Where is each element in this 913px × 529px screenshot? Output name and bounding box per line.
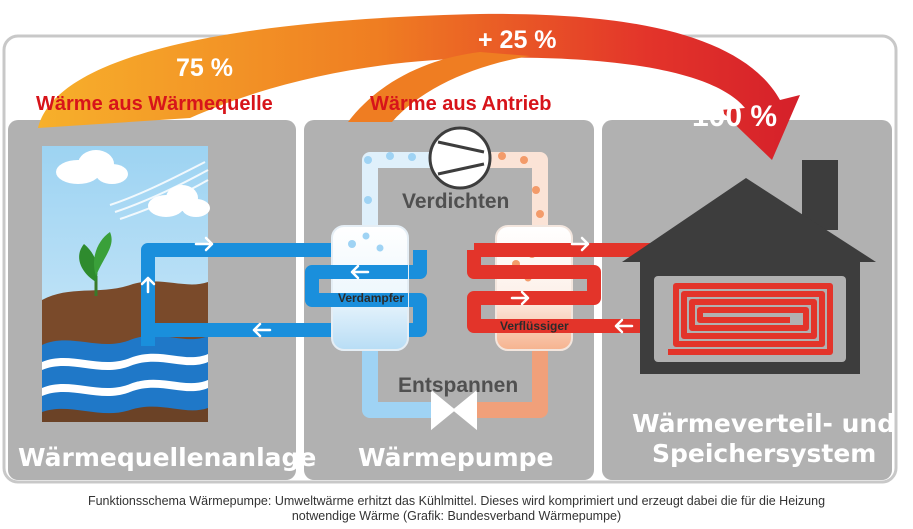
pump-section-title: Wärmepumpe bbox=[358, 443, 553, 472]
caption-line-2: notwendige Wärme (Grafik: Bundesverband … bbox=[291, 509, 622, 523]
distribution-section-title-line2: Speichersystem bbox=[652, 439, 876, 468]
heat-pump-diagram: 75 % + 25 % 100 % Wärme aus Wärmequelle … bbox=[2, 13, 898, 484]
condenser-label: Verflüssiger bbox=[500, 319, 569, 333]
compress-label: Verdichten bbox=[402, 190, 509, 213]
drive-heat-label: Wärme aus Antrieb bbox=[370, 93, 552, 115]
distribution-section-title-line1: Wärmeverteil- und bbox=[632, 409, 895, 438]
source-scene bbox=[42, 146, 210, 422]
house-illustration bbox=[622, 160, 876, 374]
expand-label: Entspannen bbox=[398, 374, 518, 397]
drive-percent: + 25 % bbox=[478, 26, 557, 54]
source-percent: 75 % bbox=[176, 54, 233, 82]
source-section-title: Wärmequellenanlage bbox=[18, 443, 316, 472]
caption-line-1: Funktionsschema Wärmepumpe: Umweltwärme … bbox=[87, 494, 826, 508]
expansion-valve bbox=[431, 389, 477, 431]
source-heat-label: Wärme aus Wärmequelle bbox=[36, 93, 273, 115]
refrigerant-bubbles bbox=[364, 152, 544, 218]
total-percent: 100 % bbox=[692, 100, 777, 133]
figure-caption: Funktionsschema Wärmepumpe: Umweltwärme … bbox=[0, 494, 913, 524]
evaporator-label: Verdampfer bbox=[338, 291, 404, 305]
evaporator-tank bbox=[331, 225, 409, 351]
energy-flow-arrow bbox=[38, 13, 800, 160]
drive-heat-arrow bbox=[348, 52, 530, 122]
compressor bbox=[428, 126, 492, 190]
